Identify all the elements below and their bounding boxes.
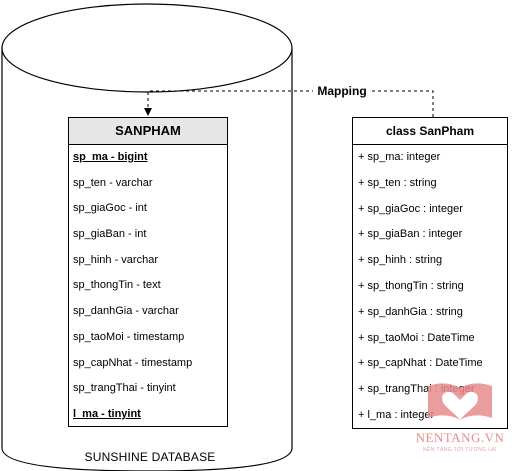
class-attribute: + sp_capNhat : DateTime (358, 357, 483, 370)
table-row: sp_giaBan - int (73, 228, 147, 241)
table-title: SANPHAM (69, 118, 227, 145)
class-attribute: + sp_taoMoi : DateTime (358, 331, 475, 344)
table-row: sp_trangThai - tinyint (73, 382, 176, 395)
mapping-connector (147, 90, 434, 117)
class-attribute: + sp_giaGoc : integer (358, 202, 463, 215)
database-label: SUNSHINE DATABASE (84, 450, 216, 464)
class-attribute: + sp_ten : string (358, 176, 437, 189)
table-row: sp_ten - varchar (73, 176, 153, 189)
mapping-arrowhead (144, 108, 152, 116)
table-row: sp_giaGoc - int (73, 202, 147, 215)
table-row: l_ma - tinyint (73, 407, 141, 420)
class-attribute: + l_ma : integer (358, 408, 435, 421)
table-row: sp_taoMoi - timestamp (73, 330, 185, 343)
table-row: sp_hinh - varchar (73, 253, 158, 266)
sanpham-table: SANPHAM sp_ma - bigint sp_ten - varchar … (68, 117, 228, 427)
class-attribute: + sp_giaBan : integer (358, 228, 463, 241)
nentang-logo-icon (428, 383, 492, 420)
mapping-label: Mapping (313, 83, 371, 99)
watermark-tagline: NỀN TẢNG TỚI TƯƠNG LAI (423, 447, 497, 453)
class-attribute: + sp_thongTin : string (358, 279, 464, 292)
class-title: class SanPham (353, 118, 507, 145)
table-row: sp_ma - bigint (73, 151, 148, 163)
table-row: sp_danhGia - varchar (73, 305, 179, 318)
class-attribute: + sp_danhGia : string (358, 305, 463, 318)
table-row: sp_thongTin - text (73, 279, 161, 292)
table-row: sp_capNhat - timestamp (73, 356, 193, 369)
watermark-name: NENTANG.VN (415, 430, 505, 445)
class-attribute: + sp_ma: integer (358, 151, 441, 163)
sanpham-class: class SanPham + sp_ma: integer + sp_ten … (352, 117, 508, 429)
class-attribute: + sp_hinh : string (358, 254, 443, 267)
